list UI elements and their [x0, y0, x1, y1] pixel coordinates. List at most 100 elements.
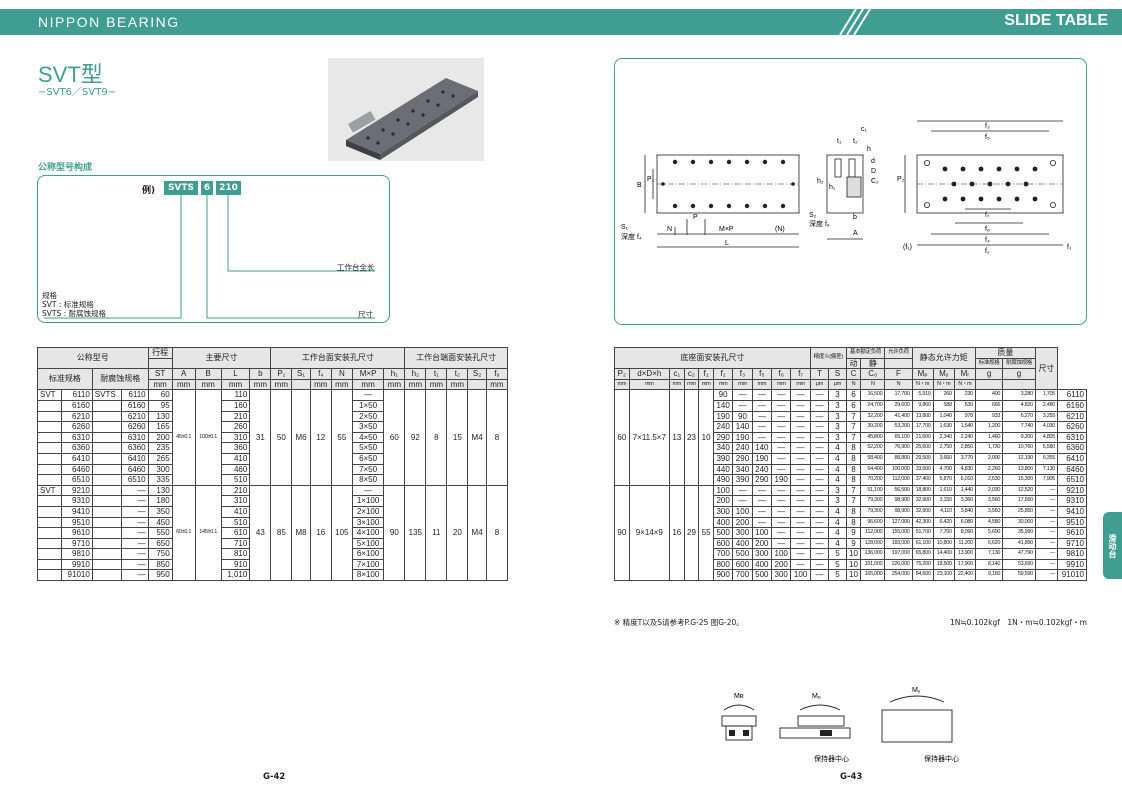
table-cell: —	[751, 389, 773, 401]
table-cell: 8	[845, 474, 862, 486]
th-col: t₂	[446, 368, 469, 380]
table-cell: M8	[291, 484, 311, 582]
table-cell: 6110	[1057, 389, 1087, 401]
table-cell: 8	[845, 452, 862, 465]
table-cell: 47,790	[1002, 548, 1036, 560]
table-cell: 9,160	[974, 569, 1004, 582]
table-cell: —	[351, 389, 385, 401]
table-cell: 6160	[1057, 399, 1087, 412]
table-cell: 8×100	[351, 569, 385, 582]
table-cell: —	[809, 484, 830, 497]
table-cell: —	[751, 421, 773, 433]
table-cell: —	[732, 484, 753, 497]
table-cell: 25,850	[1002, 505, 1036, 518]
brand-name: NIPPON BEARING	[38, 14, 180, 30]
table-cell: SVT	[37, 389, 62, 401]
table-cell: —	[809, 399, 830, 412]
table-cell: —	[121, 537, 149, 550]
table-cell: 8,140	[974, 558, 1004, 571]
th-unit	[974, 378, 1004, 391]
table-cell: 978	[953, 410, 976, 423]
table-cell: 33,500	[911, 463, 934, 476]
dim-D: D	[871, 168, 876, 175]
table-cell: 390	[712, 452, 734, 465]
table-cell: 500	[732, 548, 753, 560]
table-cell: 10	[845, 569, 862, 582]
table-cell: 300	[751, 548, 773, 560]
table-cell: 100,000	[884, 463, 913, 476]
table-cell: 500	[751, 569, 773, 582]
th-unit: mm	[194, 378, 222, 391]
table-cell: 21,600	[911, 431, 934, 444]
th-unit: mm	[351, 378, 385, 391]
table-cell: 95	[147, 399, 173, 412]
table-cell: 310	[220, 495, 251, 507]
table-cell: 136,000	[860, 548, 886, 560]
table-cell: —	[809, 548, 830, 560]
right-spec-table: 底座面安装孔尺寸 精度※(偏差) 基本额定负荷 允许负荷 静态允许力矩 质量 尺…	[614, 346, 1087, 582]
th-unit: mm	[446, 378, 469, 391]
table-cell: 8	[845, 516, 862, 529]
th-unit: mm	[147, 378, 173, 391]
table-cell: 7×11.5×7	[628, 389, 670, 486]
table-cell: —	[771, 537, 792, 550]
table-cell: —	[121, 569, 149, 582]
table-cell: 1,705	[1034, 389, 1059, 401]
table-cell: 9	[845, 527, 862, 539]
table-cell: —	[1034, 548, 1059, 560]
table-cell: 79,300	[860, 505, 886, 518]
table-cell: 2,240	[953, 431, 976, 444]
table-cell: 165,000	[860, 569, 886, 582]
table-cell: 165	[147, 421, 173, 433]
table-cell	[91, 463, 123, 476]
table-cell: 6×100	[351, 548, 385, 560]
side-tab[interactable]: 滑动台	[1103, 512, 1122, 579]
table-cell: —	[121, 527, 149, 539]
table-cell: 10,800	[932, 537, 955, 550]
table-cell	[37, 527, 62, 539]
page-header: NIPPON BEARING SLIDE TABLE	[0, 9, 1122, 35]
table-cell: 6310	[121, 431, 149, 444]
table-cell: 45,800	[860, 431, 886, 444]
table-cell: 5,580	[1034, 442, 1059, 454]
table-cell: M4	[467, 484, 487, 582]
th-col: f₂	[712, 368, 734, 380]
table-cell: 55	[330, 389, 353, 486]
th-col: P₂	[614, 368, 630, 380]
th-unit: mm	[668, 378, 685, 391]
table-cell: 900	[712, 569, 734, 582]
th-allow: 允许负荷	[884, 347, 913, 359]
table-cell	[91, 421, 123, 433]
th-unit: mm	[425, 378, 448, 391]
dim-f2: f₂	[985, 248, 990, 255]
table-cell: 76,900	[884, 442, 913, 454]
table-cell: 100±0.1	[194, 389, 222, 486]
table-cell: —	[809, 463, 830, 476]
table-cell: 1,200	[974, 421, 1004, 433]
table-cell: 9410	[1057, 505, 1087, 518]
th-unit	[291, 378, 311, 391]
table-cell: 140	[751, 442, 773, 454]
table-cell: 4,805	[1034, 431, 1059, 444]
dim-B: B	[637, 182, 642, 189]
table-cell	[91, 452, 123, 465]
table-cell: 140	[712, 399, 734, 412]
table-cell: 9610	[60, 527, 93, 539]
table-cell: —	[809, 431, 830, 444]
th-col: b	[249, 368, 272, 380]
table-cell	[91, 399, 123, 412]
table-cell: 88,800	[884, 452, 913, 465]
table-cell: —	[790, 421, 811, 433]
table-cell: 79,300	[860, 495, 886, 507]
table-cell: 400	[712, 516, 734, 529]
table-cell: 7,130	[1034, 463, 1059, 476]
table-cell: 128,000	[860, 537, 886, 550]
table-cell: 6460	[60, 463, 93, 476]
table-cell: 340	[712, 442, 734, 454]
table-cell: 3	[828, 410, 847, 423]
